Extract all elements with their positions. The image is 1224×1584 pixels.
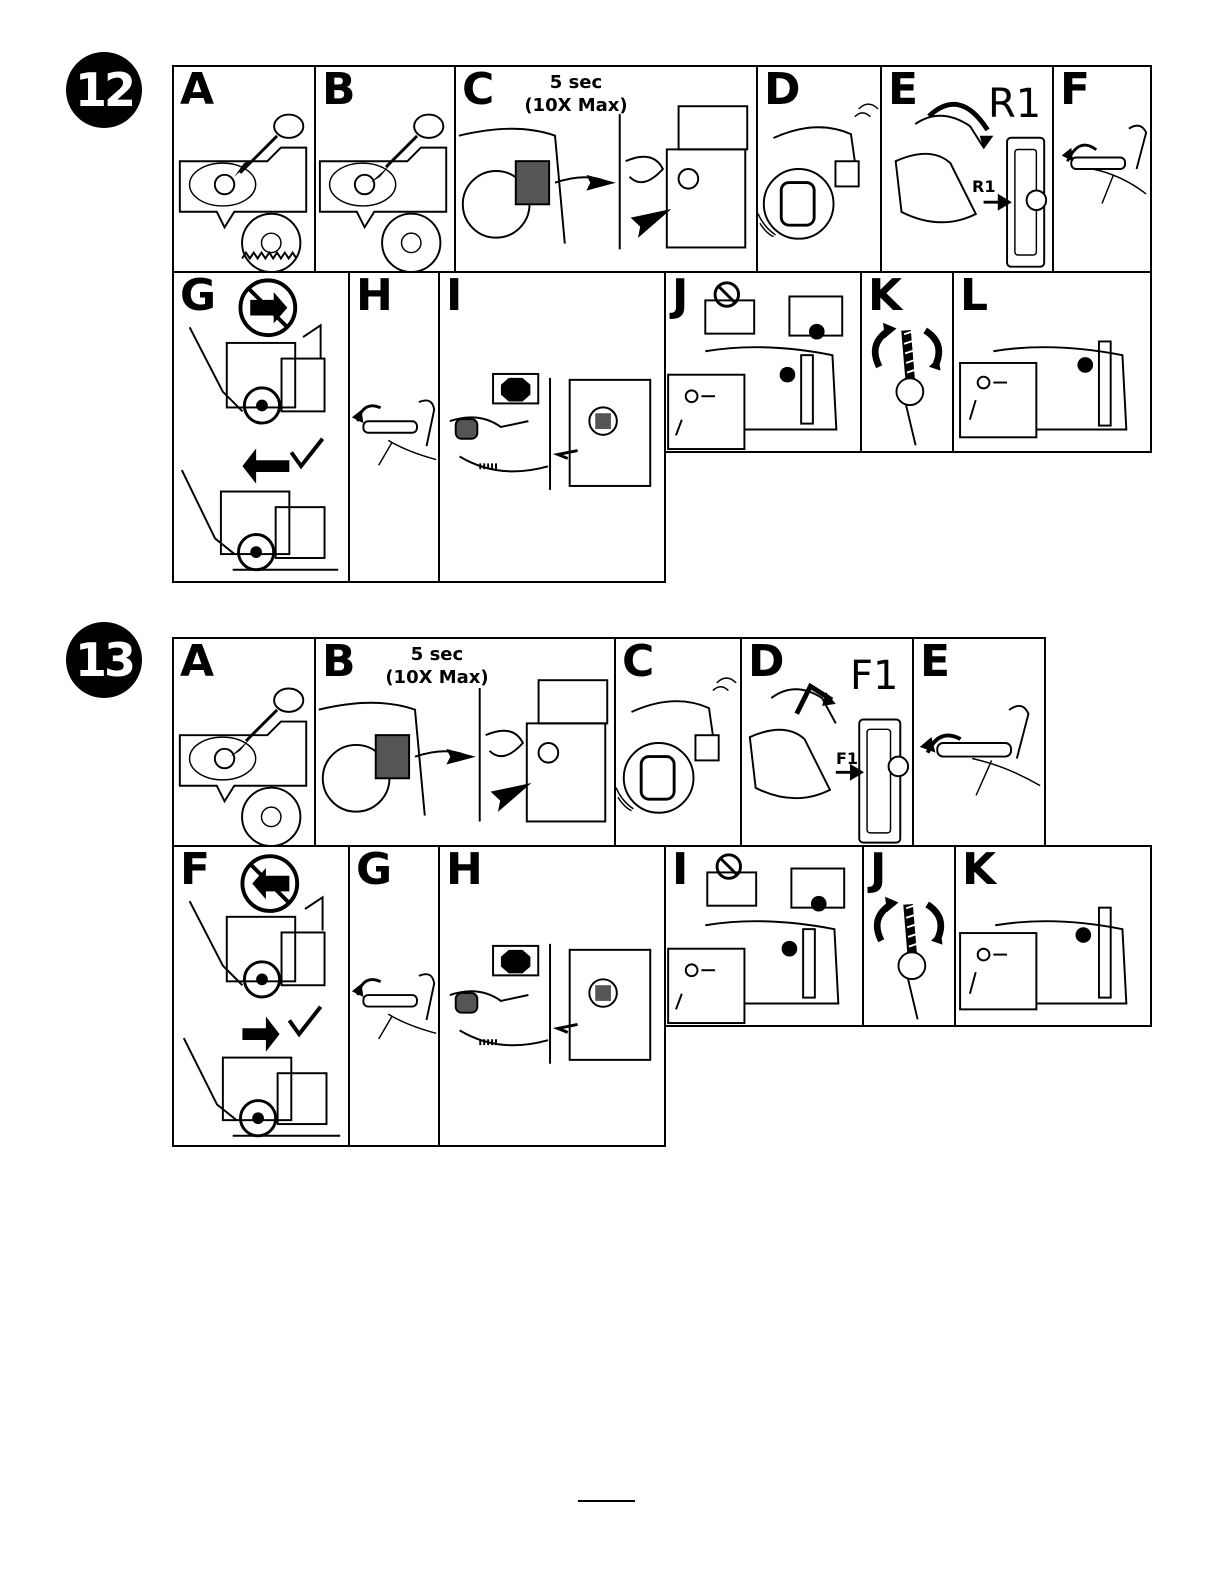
engine-stop-illustration bbox=[440, 273, 664, 581]
fig13-panel-j: J bbox=[862, 845, 956, 1027]
fig13-panel-i: I bbox=[664, 845, 864, 1027]
fig12-panel-k: K bbox=[860, 271, 954, 453]
fig12-panel-i: I bbox=[438, 271, 666, 583]
panel-letter: E bbox=[920, 639, 950, 685]
fig13-panel-h: H bbox=[438, 845, 666, 1147]
fig13-panel-f: F bbox=[172, 845, 350, 1147]
forward-gear-label: F1 bbox=[850, 653, 898, 699]
panel-letter: F bbox=[180, 847, 210, 893]
shear-pin-remove-illustration bbox=[666, 847, 862, 1025]
prime-seconds: 5 sec bbox=[374, 643, 500, 666]
fig12-panel-a: A bbox=[172, 65, 316, 273]
panel-letter: A bbox=[180, 639, 214, 685]
fig12-panel-f: F bbox=[1052, 65, 1152, 273]
panel-letter: B bbox=[322, 639, 356, 685]
figure-number-badge: 13 bbox=[66, 622, 142, 698]
panel-letter: D bbox=[748, 639, 785, 685]
panel-letter: B bbox=[322, 67, 356, 113]
prime-max-presses: (10X Max) bbox=[516, 94, 636, 117]
panel-letter: K bbox=[868, 273, 902, 319]
panel-letter: J bbox=[672, 273, 688, 319]
panel-letter: G bbox=[356, 847, 392, 893]
panel-letter: H bbox=[446, 847, 483, 893]
panel-letter: D bbox=[764, 67, 801, 113]
fig13-panel-a: A bbox=[172, 637, 316, 847]
fig12-panel-d: D bbox=[756, 65, 882, 273]
panel-letter: H bbox=[356, 273, 393, 319]
fig12-panel-l: L bbox=[952, 271, 1152, 453]
panel-letter: J bbox=[870, 847, 886, 893]
prime-max-presses: (10X Max) bbox=[374, 666, 500, 689]
fig13-panel-e: E bbox=[912, 637, 1046, 847]
fig13-panel-b: B 5 sec (10X Max) bbox=[314, 637, 616, 847]
panel-letter: K bbox=[962, 847, 996, 893]
panel-letter: L bbox=[960, 273, 988, 319]
prime-duration-caption: 5 sec (10X Max) bbox=[516, 71, 636, 118]
forward-gear-indicator: F1 bbox=[836, 749, 858, 768]
fig12-panel-g: G bbox=[172, 271, 350, 583]
reverse-gear-indicator: R1 bbox=[972, 177, 995, 196]
fig13-panel-c: C bbox=[614, 637, 742, 847]
panel-letter: I bbox=[446, 273, 462, 319]
fig12-panel-j: J bbox=[664, 271, 862, 453]
reverse-gear-label: R1 bbox=[988, 81, 1041, 127]
panel-letter: E bbox=[888, 67, 918, 113]
fig13-panel-g: G bbox=[348, 845, 440, 1147]
panel-letter: G bbox=[180, 273, 216, 319]
prime-duration-caption: 5 sec (10X Max) bbox=[374, 643, 500, 690]
panel-letter: A bbox=[180, 67, 214, 113]
prime-seconds: 5 sec bbox=[516, 71, 636, 94]
panel-letter: I bbox=[672, 847, 688, 893]
panel-letter: C bbox=[462, 67, 494, 113]
page-footer-rule bbox=[578, 1500, 635, 1502]
panel-letter: C bbox=[622, 639, 654, 685]
fig13-panel-d: D F1 F1 bbox=[740, 637, 914, 847]
panel-letter: F bbox=[1060, 67, 1090, 113]
shear-pin-remove-illustration bbox=[666, 273, 860, 451]
fig12-panel-c: C 5 sec (10X Max) bbox=[454, 65, 758, 273]
figure-number-badge: 12 bbox=[66, 52, 142, 128]
fig12-panel-b: B bbox=[314, 65, 456, 273]
fig12-panel-h: H bbox=[348, 271, 440, 583]
fig13-panel-k: K bbox=[954, 845, 1152, 1027]
fig12-panel-e: E R1 R1 bbox=[880, 65, 1054, 273]
